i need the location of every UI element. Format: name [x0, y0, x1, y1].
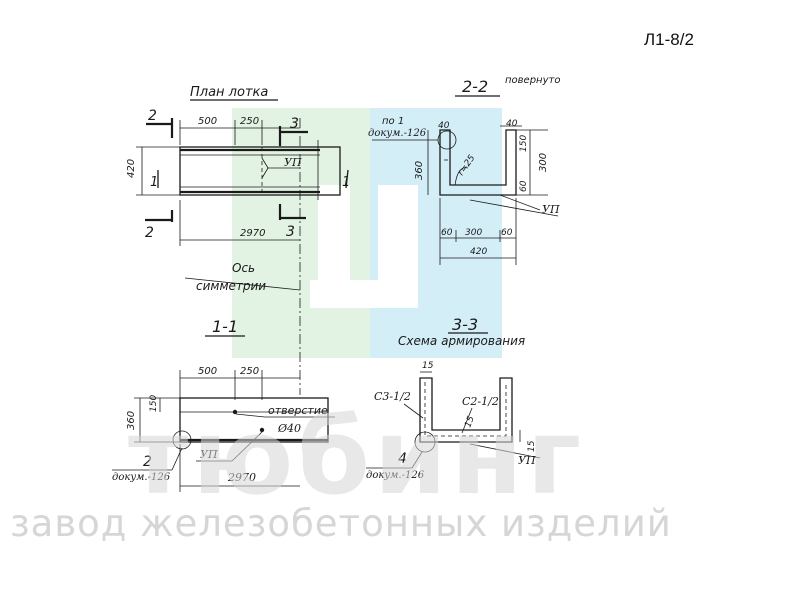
s33-top-dim: 15 [422, 361, 434, 371]
s33-mesh-left: С3-1/2 [374, 390, 411, 403]
plan-dim-420: 420 [126, 159, 137, 178]
s11-dim-inner: 150 [149, 395, 159, 412]
section-3-3: 3-3 Схема армирования 15 С3-1/2 С2-1/2 1… [366, 315, 541, 481]
s22-callout-num: по 1 [382, 116, 404, 127]
s33-callout-num: 4 [398, 451, 407, 467]
s11-dim-2970: 2970 [227, 471, 256, 484]
plan-cut-3-top: 3 [290, 116, 299, 132]
s11-hole-dia: Ø40 [277, 422, 301, 435]
s22-dim-bottom-right: 60 [501, 228, 513, 238]
plan-view: План лотка 500 250 420 2 [126, 85, 350, 395]
s22-dim-right-top: 150 [519, 135, 529, 152]
s22-dim-bottom-left: 60 [441, 228, 453, 238]
s11-callout-doc: докум.-126 [112, 472, 171, 483]
s22-dim-bottom-total: 420 [470, 247, 487, 257]
plan-cut-3-bottom: 3 [286, 224, 295, 240]
s22-subtitle: повернуто [505, 75, 560, 86]
s33-inner-dim: 15 [463, 415, 476, 429]
plan-axis-label-1: Ось [232, 261, 255, 275]
s11-dim-height: 360 [126, 411, 137, 430]
s33-label-up: УП [518, 454, 536, 467]
section-1-1: 1-1 500 250 360 150 отверстие [112, 317, 335, 492]
s33-callout-doc: докум.-126 [366, 470, 425, 481]
s33-mesh-right: С2-1/2 [462, 395, 499, 408]
plan-label-up: УП [284, 156, 302, 169]
plan-title: План лотка [190, 85, 268, 100]
plan-axis-label-2: симметрии [196, 279, 266, 293]
s11-dim-500: 500 [198, 366, 217, 377]
sheet-code: Л1-8/2 [644, 30, 694, 49]
s33-side-dim: 15 [527, 440, 537, 452]
wm-cutout-right [378, 185, 418, 280]
s22-dim-bottom-mid: 300 [465, 228, 482, 238]
s22-dim-top-left: 40 [438, 121, 450, 131]
s22-dim-right-mid: 300 [538, 153, 549, 172]
s22-label-up: УП [542, 203, 560, 216]
s22-dim-height: 360 [414, 161, 425, 180]
s22-dim-right-bottom: 60 [519, 180, 529, 192]
plan-cut-1-left: 1 [150, 175, 158, 190]
plan-cut-2-bottom: 2 [145, 225, 154, 241]
s11-dim-250: 250 [240, 366, 259, 377]
section-2-2: 2-2 повернуто по 1 докум.-126 40 40 r=25… [368, 75, 560, 265]
s22-callout-doc: докум.-126 [368, 128, 427, 139]
s22-dim-top-right: 40 [506, 119, 518, 129]
wm-cutout-top [318, 185, 350, 280]
s33-subtitle: Схема армирования [398, 334, 525, 348]
s11-label-up: УП [200, 448, 218, 461]
plan-dim-500: 500 [198, 116, 217, 127]
s22-title: 2-2 [462, 77, 488, 96]
s11-hole-label: отверстие [268, 404, 328, 417]
plan-dim-250: 250 [240, 116, 259, 127]
s11-callout-num: 2 [143, 454, 152, 470]
s33-title: 3-3 [452, 315, 478, 334]
watermark-subtitle: завод железобетонных изделий [10, 502, 672, 545]
wm-cutout-bottom [310, 280, 418, 308]
plan-cut-2-top: 2 [148, 108, 157, 124]
s11-title: 1-1 [212, 317, 238, 336]
plan-dim-2970: 2970 [240, 228, 265, 239]
watermark-word: тюбинг [128, 396, 586, 518]
